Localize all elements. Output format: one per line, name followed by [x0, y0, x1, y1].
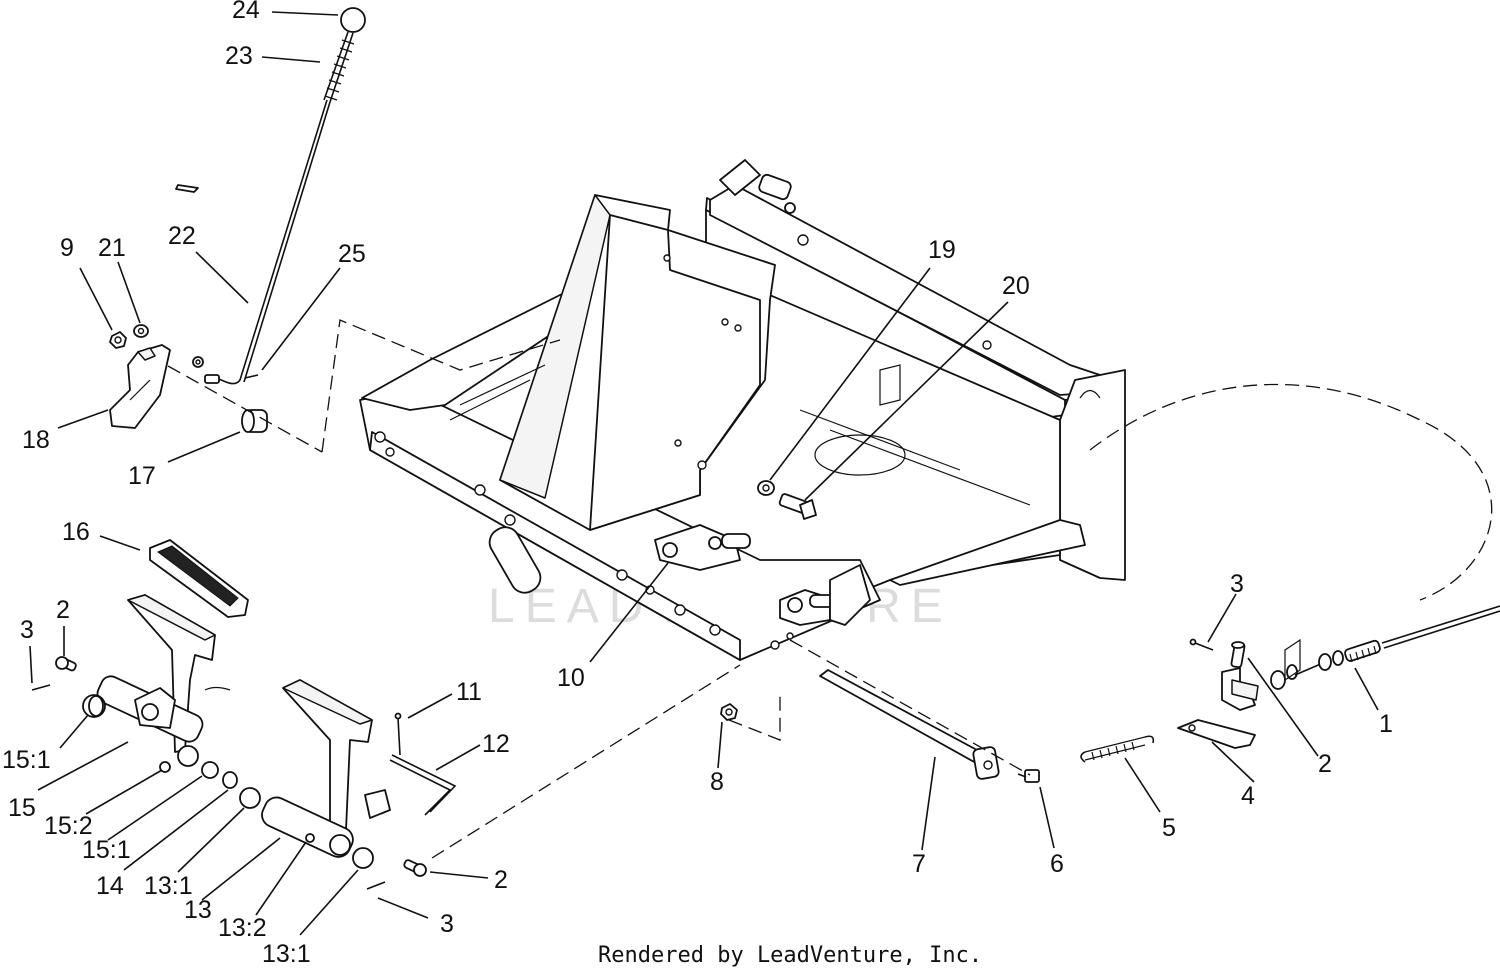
- callout-20: 20: [1002, 272, 1030, 300]
- callout-24: 24: [232, 0, 260, 24]
- bolt-6: [1017, 769, 1040, 783]
- link-rod-12: [389, 754, 457, 816]
- callout-15-1a: 15:1: [2, 746, 51, 774]
- callout-15-1b: 15:1: [82, 836, 131, 864]
- bolt-20: [778, 493, 817, 520]
- pin-2c: [1230, 641, 1246, 669]
- frame-assembly: [359, 159, 1126, 661]
- cable-1: [1270, 605, 1500, 690]
- pedal-assembly-13: [261, 679, 427, 890]
- pedal-assembly-15: [82, 594, 261, 809]
- callout-2a: 2: [56, 596, 70, 624]
- callout-17: 17: [128, 462, 156, 490]
- knob-24: [340, 7, 366, 33]
- cotter-3c: [1189, 638, 1214, 651]
- pedal-pad-16: [149, 539, 249, 618]
- callout-1: 1: [1379, 710, 1393, 738]
- callout-14: 14: [96, 872, 124, 900]
- pin-11: [394, 712, 402, 756]
- spring-5: [1080, 735, 1155, 763]
- callout-2b: 2: [494, 866, 508, 894]
- washer-21: [133, 324, 149, 338]
- callout-3c: 3: [1230, 570, 1244, 598]
- callout-5: 5: [1162, 814, 1176, 842]
- callout-13-2: 13:2: [218, 914, 267, 942]
- callout-4: 4: [1241, 782, 1255, 810]
- spring-23: [323, 31, 355, 103]
- nut-8: [720, 703, 738, 721]
- callout-16: 16: [62, 518, 90, 546]
- callout-9: 9: [60, 234, 74, 262]
- nut-9: [109, 331, 127, 349]
- callout-3a: 3: [20, 616, 34, 644]
- bushing-17: [241, 409, 268, 433]
- render-credit: Rendered by LeadVenture, Inc.: [598, 943, 982, 968]
- callout-13: 13: [184, 896, 212, 924]
- callout-3b: 3: [440, 910, 454, 938]
- callout-18: 18: [22, 426, 50, 454]
- callout-7: 7: [912, 850, 926, 878]
- washer-19: [757, 480, 775, 496]
- callout-6: 6: [1050, 850, 1064, 878]
- pivot-rod-7: [819, 669, 1000, 780]
- leader-lines: [29, 11, 1379, 936]
- callout-labels: 24 23 22 25 9 21 18 17 19 20 16 10 3 2 1…: [2, 0, 1393, 968]
- lever-bracket-18: [109, 344, 171, 429]
- bracket-cable: [1221, 667, 1259, 711]
- callout-15: 15: [8, 794, 36, 822]
- callout-23: 23: [225, 42, 253, 70]
- callout-12: 12: [482, 730, 510, 758]
- callout-13-1b: 13:1: [262, 940, 311, 968]
- callout-22: 22: [168, 222, 196, 250]
- callout-19: 19: [928, 236, 956, 264]
- callout-11: 11: [456, 678, 482, 706]
- callout-13-1a: 13:1: [144, 872, 193, 900]
- rear-pivot-pin: [719, 159, 796, 214]
- callout-15-2: 15:2: [44, 812, 93, 840]
- pin-2a: [55, 656, 77, 672]
- callout-21: 21: [98, 234, 126, 262]
- callout-25: 25: [338, 240, 366, 268]
- shift-lever-assembly: [175, 7, 366, 385]
- callout-2c: 2: [1318, 750, 1332, 778]
- callout-8: 8: [710, 768, 724, 796]
- plate-4: [1177, 719, 1256, 749]
- pin-2b: [403, 859, 427, 877]
- linkage-bracket: [654, 524, 871, 626]
- callout-10: 10: [557, 664, 585, 692]
